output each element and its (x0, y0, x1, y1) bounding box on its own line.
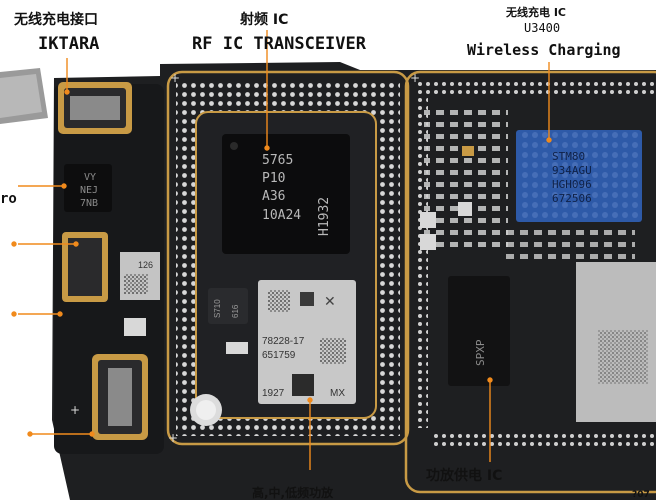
pa-supply-text: SPXP (474, 339, 487, 366)
wireless-line-2: 934AGU (552, 164, 592, 177)
svg-text:+: + (168, 431, 178, 445)
pa-logo-mark: ✕ (324, 294, 336, 310)
leader-arrows (11, 30, 552, 470)
right-via-strip-bottom (430, 430, 656, 446)
pa-die-mark (300, 292, 314, 306)
rf-chip-line-4: 10A24 (262, 208, 301, 223)
iktara-connector (58, 82, 132, 134)
small-chip-vy (64, 164, 112, 212)
rf-chip-line-1: 5765 (262, 153, 293, 168)
svg-text:+: + (170, 71, 180, 85)
pa-qr-1 (268, 290, 290, 312)
label-pa-supply-cn: 功放供电 IC (426, 468, 503, 484)
pa-supply-chip (448, 276, 510, 386)
label-iktara: IKTARA (38, 34, 100, 54)
rf-transceiver-chip (222, 134, 350, 254)
vy-line-2: NEJ (80, 185, 98, 196)
label-pa-bottom-cn: 高,中,低频功放 (252, 486, 334, 500)
silkscreen-marks: + + + + (70, 71, 420, 445)
label-wireless-connector-cn: 无线充电接口 (14, 12, 98, 28)
pa-bottom-2: MX (330, 388, 345, 399)
right-section-border (404, 70, 656, 494)
label-rf-ic-en: RF IC TRANSCEIVER (192, 34, 366, 54)
rf-chip-line-3: A36 (262, 189, 285, 204)
rf-section-border (166, 70, 410, 446)
vy-line-3: 7NB (80, 198, 98, 209)
wireless-line-1: STM80 (552, 150, 585, 163)
rf-chip-line-2: P10 (262, 171, 285, 186)
126-text: 126 (138, 260, 153, 270)
pa-qr-2 (320, 338, 346, 364)
616-text: 616 (231, 304, 240, 318)
pa-line-1: 78228-17 (262, 336, 305, 347)
wireless-line-3: HGH096 (552, 178, 592, 191)
right-via-strip-top (414, 80, 656, 98)
svg-text:+: + (70, 403, 80, 417)
s710-text: S710 (213, 299, 222, 318)
vy-line-1: VY (84, 172, 96, 183)
pa-die-bottom (292, 374, 314, 396)
smd-part (226, 342, 248, 354)
svg-text:+: + (410, 71, 420, 85)
wireless-line-4: 672506 (552, 192, 592, 205)
pin1-dot (230, 142, 238, 150)
label-left-cut: ro (0, 191, 17, 207)
label-wireless-ic-cn: 无线充电 IC (506, 6, 566, 19)
smd-left (124, 318, 146, 336)
label-wireless-ic-code: U3400 (524, 21, 561, 35)
label-wireless-ic-en: Wireless Charging (467, 41, 621, 59)
label-rf-ic-cn: 射频 IC (240, 12, 289, 28)
gold-pads (420, 146, 474, 250)
flex-cable (0, 68, 48, 124)
smd-cluster-top (424, 104, 508, 254)
pa-bottom-1: 1927 (262, 388, 285, 399)
small-chip-s710 (208, 288, 248, 324)
label-bottom-right-cut: ?07 (632, 490, 650, 500)
smd-cluster-mid (505, 230, 635, 260)
pa-line-2: 651759 (262, 350, 296, 361)
rf-chip-side-text: H1932 (317, 197, 332, 236)
